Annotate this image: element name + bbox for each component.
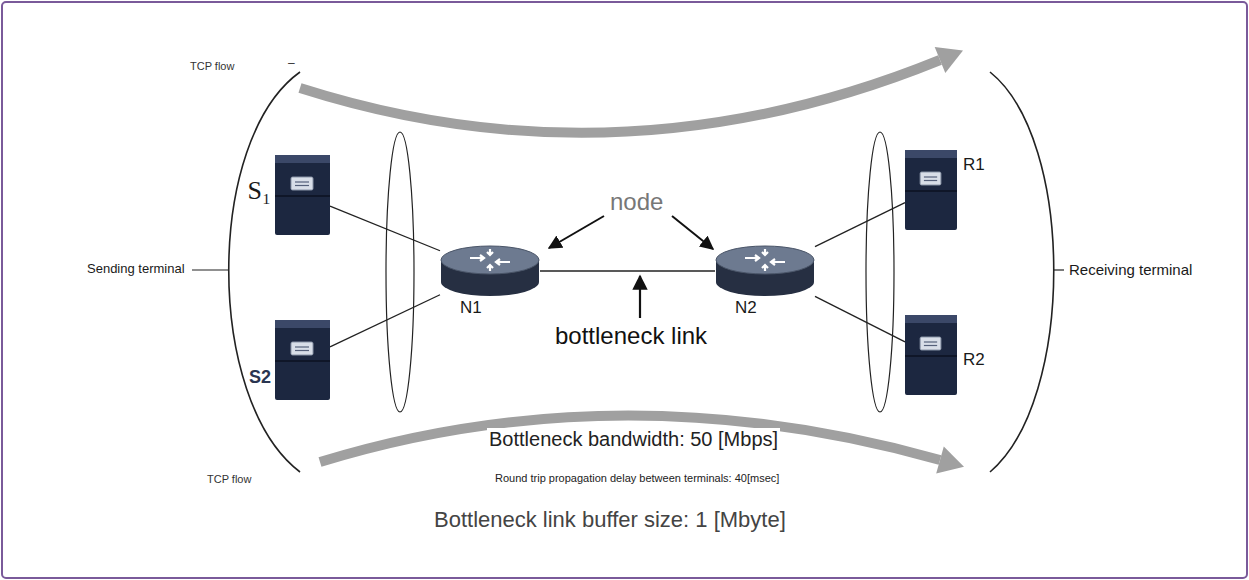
node-label: N1 xyxy=(460,299,482,318)
annotation-label: TCP flow xyxy=(205,473,253,486)
flow-arrowhead xyxy=(936,447,964,474)
pointer-arrow xyxy=(672,216,713,249)
flow-arrow xyxy=(320,415,940,462)
group-ellipse xyxy=(386,132,414,412)
node-label: N2 xyxy=(735,299,757,318)
pointer-arrow xyxy=(549,216,604,248)
network-link xyxy=(330,295,440,347)
network-link xyxy=(330,206,440,251)
annotation-label: Receiving terminal xyxy=(1067,261,1194,278)
annotation-label: bottleneck link xyxy=(553,322,709,350)
tick-line xyxy=(1054,269,1064,270)
annotation-label: node xyxy=(608,188,665,216)
network-link xyxy=(815,203,905,247)
router-node: N1 xyxy=(440,245,540,297)
router-icon xyxy=(440,245,540,297)
server-node: R2 xyxy=(905,315,957,395)
node-label: R1 xyxy=(963,156,985,175)
router-node: N2 xyxy=(715,245,815,297)
annotation-label: – xyxy=(286,57,297,71)
annotation-label: Bottleneck bandwidth: 50 [Mbps] xyxy=(487,428,780,451)
flow-arrowhead xyxy=(935,47,963,73)
router-icon xyxy=(715,245,815,297)
node-label: S2 xyxy=(249,368,271,388)
server-icon xyxy=(275,155,330,235)
bracket xyxy=(229,72,300,472)
network-link xyxy=(540,270,715,271)
server-node: S₁ xyxy=(275,155,330,235)
network-link xyxy=(815,296,905,342)
annotation-label: Sending terminal xyxy=(85,262,187,277)
server-icon xyxy=(905,150,957,230)
annotation-label: Round trip propagation delay between ter… xyxy=(493,472,781,485)
group-ellipse xyxy=(866,132,894,412)
node-label: R2 xyxy=(963,351,985,370)
server-node: R1 xyxy=(905,150,957,230)
annotation-label: TCP flow xyxy=(188,60,236,73)
server-icon xyxy=(905,315,957,395)
bracket xyxy=(990,72,1054,472)
server-node: S2 xyxy=(275,320,330,400)
annotation-label: Bottleneck link buffer size: 1 [Mbyte] xyxy=(432,507,788,532)
pointer-arrow xyxy=(639,276,641,318)
server-icon xyxy=(275,320,330,400)
node-label: S₁ xyxy=(247,177,271,206)
flow-arrow xyxy=(300,60,940,133)
tick-line xyxy=(192,269,228,270)
